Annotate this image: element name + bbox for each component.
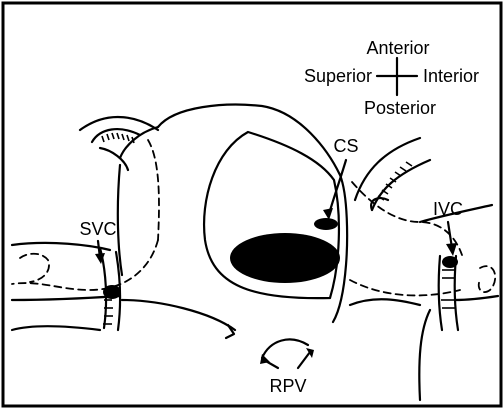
left-upper-vessel-hatch <box>102 133 134 143</box>
atrium-outline <box>118 105 347 338</box>
figure-frame <box>3 3 501 406</box>
rpv-label: RPV <box>269 376 306 396</box>
svc-black-spot <box>103 285 121 299</box>
atrium-left-upper-wall <box>120 127 158 158</box>
compass-interior-label: Interior <box>423 66 479 86</box>
lower-right-tissue-line <box>350 299 420 305</box>
left-upper-vessel <box>80 117 158 170</box>
lower-right-descending-line <box>419 310 430 400</box>
atrium-upper-wall <box>158 105 347 322</box>
dashed-left-lower-contour <box>12 240 158 290</box>
svc-label: SVC <box>79 219 116 239</box>
ostium-black-oval <box>230 233 340 283</box>
dashed-ivc-stump <box>479 266 495 292</box>
svc-vessel <box>12 243 121 330</box>
ivc-black-spot <box>442 256 458 268</box>
dashed-left-contour <box>148 140 159 240</box>
ivc-vessel <box>420 205 498 330</box>
right-upper-vessel <box>355 138 430 210</box>
ivc-lower-wall <box>455 296 498 300</box>
ivc-cut-left <box>439 256 442 330</box>
rpv-arc <box>262 339 308 358</box>
ivc-cut-right <box>455 256 458 330</box>
compass-anterior-label: Anterior <box>366 38 429 58</box>
rpv-right-pointer <box>298 352 310 368</box>
orientation-compass: Anterior Superior Interior Posterior <box>304 38 479 118</box>
lower-left-tissue-line <box>12 326 100 330</box>
svc-upper-wall <box>12 243 110 250</box>
rpv-marker <box>260 339 314 368</box>
svc-lower-wall <box>12 296 120 300</box>
dashed-right-lower-contour <box>350 280 460 295</box>
compass-posterior-label: Posterior <box>364 98 436 118</box>
dashed-svc-stump <box>20 254 49 282</box>
atrium-left-wall <box>118 165 122 275</box>
atrium-lower-notch <box>226 325 234 338</box>
atrium-lower-wall <box>122 300 235 330</box>
right-upper-vessel-hatch <box>378 162 412 200</box>
compass-superior-label: Superior <box>304 66 372 86</box>
coronary-sinus-oval <box>314 218 338 230</box>
ivc-label: IVC <box>433 199 463 219</box>
ivc-arrowhead <box>446 243 457 256</box>
cs-label: CS <box>333 136 358 156</box>
